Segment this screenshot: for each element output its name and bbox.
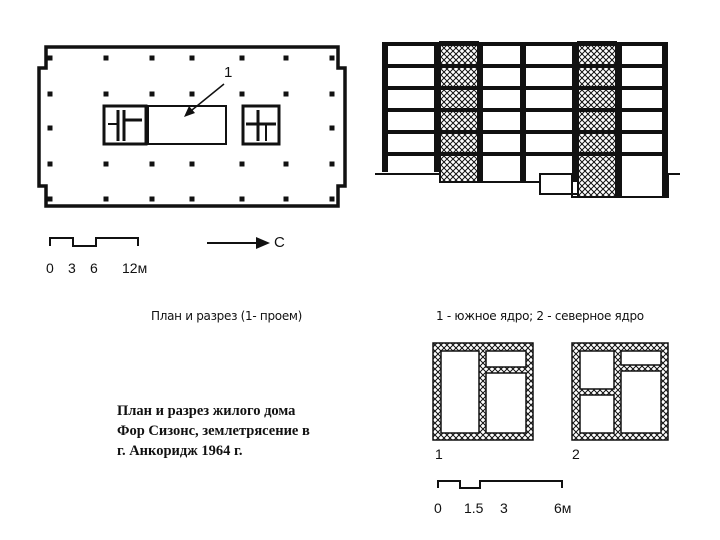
description-line-3: г. Анкоридж 1964 г. (117, 443, 243, 459)
plan-scale-tick-3: 3 (68, 260, 76, 276)
pointer-arrow (184, 83, 225, 117)
column-dot (103, 196, 109, 202)
column-dot (239, 91, 245, 97)
column-dot (47, 55, 53, 61)
column-dot (239, 196, 245, 202)
column-grid (47, 55, 335, 202)
column-dot (283, 91, 289, 97)
column-dot (103, 55, 109, 61)
column-dot (239, 55, 245, 61)
column-dot (189, 55, 195, 61)
left-caption: План и разрез (1- проем) (151, 309, 303, 323)
north-arrow (207, 237, 270, 249)
core-label-1: 1 (435, 446, 443, 462)
column-dot (149, 55, 155, 61)
column-dot (103, 91, 109, 97)
column-dot (329, 91, 335, 97)
building-section (375, 41, 680, 198)
south-core-plan (102, 104, 148, 146)
column-dot (283, 161, 289, 167)
column-dot (47, 196, 53, 202)
column-dot (149, 91, 155, 97)
column-dot (329, 161, 335, 167)
north-core-detail (571, 342, 669, 441)
plan-scale-tick-12: 12м (122, 260, 148, 276)
column-dot (189, 91, 195, 97)
core-scale-tick-0: 0 (434, 500, 442, 516)
south-core-detail (432, 342, 534, 441)
column-dot (329, 55, 335, 61)
core-scale-bar (437, 480, 563, 489)
core-scale-tick-1-5: 1.5 (464, 500, 484, 516)
column-dot (47, 161, 53, 167)
right-caption: 1 - южное ядро; 2 - северное ядро (436, 309, 644, 323)
column-dot (239, 161, 245, 167)
column-dot (149, 161, 155, 167)
opening-rectangle (147, 105, 227, 145)
description-line-2: Фор Сизонс, землетрясение в (117, 423, 310, 439)
core-scale-tick-6: 6м (554, 500, 572, 516)
column-dot (329, 125, 335, 131)
column-dot (47, 125, 53, 131)
column-dot (189, 196, 195, 202)
plan-scale-bar (49, 237, 139, 247)
north-label: С (274, 234, 285, 251)
column-dot (47, 91, 53, 97)
column-dot (283, 196, 289, 202)
floor-plan (37, 45, 347, 208)
column-dot (149, 196, 155, 202)
plan-outline (37, 45, 347, 208)
column-dot (283, 55, 289, 61)
column-dot (103, 161, 109, 167)
displaced-block (539, 173, 579, 195)
pointer-label: 1 (224, 64, 233, 81)
column-dot (329, 196, 335, 202)
plan-scale-tick-0: 0 (46, 260, 54, 276)
north-core-plan (241, 104, 281, 146)
ground-line (375, 173, 680, 198)
plan-scale-tick-6: 6 (90, 260, 98, 276)
core-label-2: 2 (572, 446, 580, 462)
description-line-1: План и разрез жилого дома (117, 403, 296, 419)
column-dot (189, 161, 195, 167)
section-columns (382, 42, 668, 197)
core-scale-tick-3: 3 (500, 500, 508, 516)
